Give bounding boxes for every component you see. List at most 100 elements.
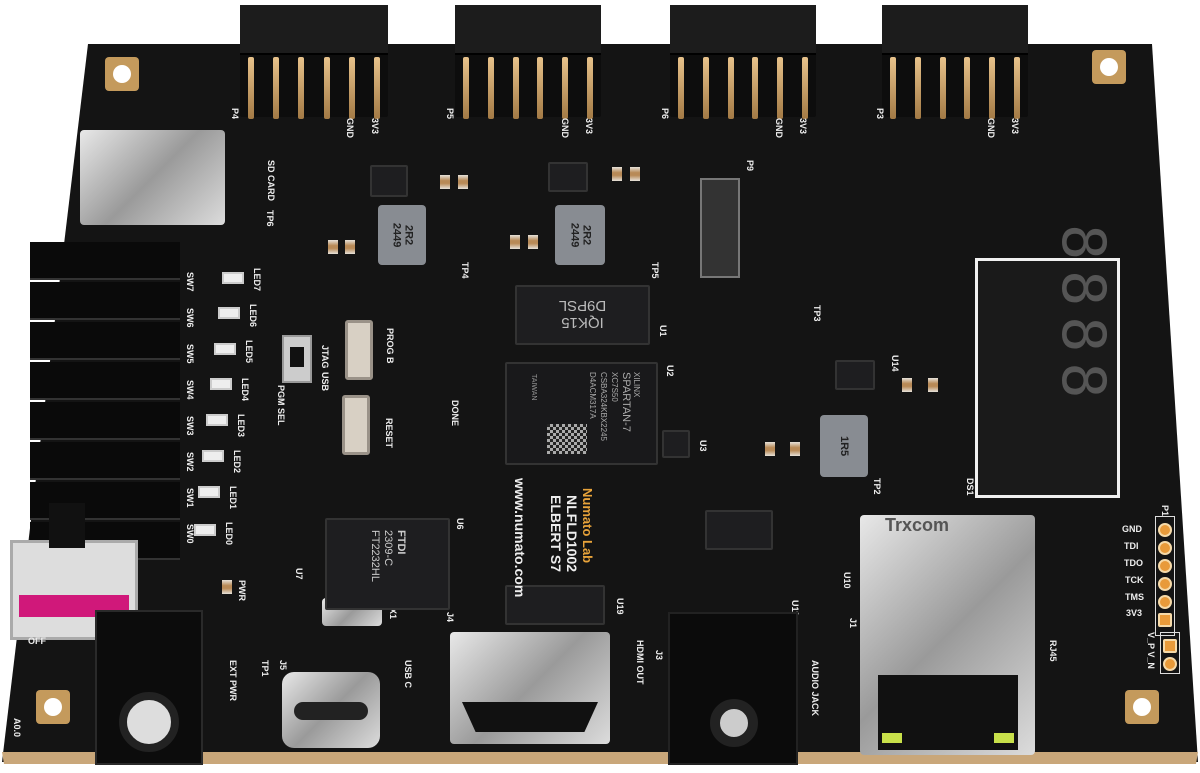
switch-label: SW7: [185, 272, 195, 292]
jtag-label: JTAG: [320, 345, 330, 369]
mounting-hole: [105, 57, 139, 91]
jtag-pin-label: 3V3: [1126, 608, 1143, 618]
ext-pwr-label: EXT PWR: [228, 660, 238, 702]
header-label: P6: [660, 108, 670, 120]
seven-segment-display: 8888: [975, 224, 1120, 498]
pmod-header-p4[interactable]: [240, 5, 388, 119]
switch-label: SW3: [185, 416, 195, 436]
dip-switch-sw3[interactable]: [30, 402, 180, 440]
header-label: 3V3: [798, 118, 808, 135]
regulator-chip: [548, 162, 588, 192]
u10-label: U10: [842, 572, 852, 589]
header-label: 3V3: [1010, 118, 1020, 135]
led-label: LED6: [248, 304, 258, 328]
tp-label: TP6: [265, 210, 275, 227]
header-label: GND: [560, 118, 570, 138]
led-1: [198, 486, 220, 498]
header-label: P3: [875, 108, 885, 120]
audio-jack[interactable]: [668, 612, 798, 765]
dc-power-jack[interactable]: [95, 610, 203, 765]
jtag-pin-label: TMS: [1125, 592, 1144, 602]
led-4: [210, 378, 232, 390]
dip-switch-sw6[interactable]: [30, 282, 180, 320]
u6-label: U6: [455, 518, 465, 530]
mounting-hole: [1125, 690, 1159, 724]
tp-label: TP4: [460, 262, 470, 279]
led-label: LED0: [224, 522, 234, 546]
prog-b-button[interactable]: [345, 320, 373, 380]
pmod-header-p3[interactable]: [882, 5, 1028, 119]
off-label: OFF: [28, 636, 46, 646]
tp-label: TP2: [872, 478, 882, 495]
header-label: GND: [345, 118, 355, 138]
header-label: GND: [986, 118, 996, 138]
led-label: LED4: [240, 378, 250, 402]
prog-b-label: PROG B: [385, 328, 395, 364]
board-edge: [2, 752, 1198, 764]
audio-jack-label: AUDIO JACK: [810, 660, 820, 717]
tp-label: TP3: [812, 305, 822, 322]
switch-label: SW2: [185, 452, 195, 472]
jtag-header-p1[interactable]: [1155, 516, 1175, 636]
led-0: [194, 524, 216, 536]
led-7: [222, 272, 244, 284]
u7-label: U7: [294, 568, 304, 580]
led-label: LED2: [232, 450, 242, 474]
j1-label: J1: [848, 618, 858, 629]
numato-lab-logo: Numato Lab: [580, 488, 595, 564]
pmod-header-p5[interactable]: [455, 5, 601, 119]
fpc-connector-p9[interactable]: [700, 178, 740, 278]
rj45-port[interactable]: Trxcom: [860, 515, 1035, 755]
u2-label: U2: [665, 365, 675, 377]
led-5: [214, 343, 236, 355]
pgm-sel-jumper[interactable]: [282, 335, 312, 383]
u11-chip: [705, 510, 773, 550]
ds1-label: DS1: [965, 478, 975, 496]
switch-label: SW4: [185, 380, 195, 400]
hdmi-out-label: HDMI OUT: [635, 640, 645, 685]
dip-switch-sw7[interactable]: [30, 242, 180, 280]
hdmi-driver-chip: [505, 585, 605, 625]
p9-label: P9: [745, 160, 755, 172]
regulator-chip: [835, 360, 875, 390]
switch-label: SW6: [185, 308, 195, 328]
u14-label: U14: [890, 355, 900, 372]
header-label: P4: [230, 108, 240, 120]
usb-label: USB: [320, 372, 330, 392]
board-url: www.numato.com: [512, 478, 528, 598]
hdmi-port[interactable]: [450, 632, 610, 744]
pmod-header-p6[interactable]: [670, 5, 816, 119]
analog-header[interactable]: [1160, 632, 1180, 674]
led-6: [218, 307, 240, 319]
u3-chip: [662, 430, 690, 458]
mounting-hole: [1092, 50, 1126, 84]
pgm-sel-label: PGM SEL: [276, 385, 286, 426]
dip-switch-sw4[interactable]: [30, 362, 180, 400]
jtag-pin-label: TDO: [1124, 558, 1143, 568]
mounting-hole: [36, 690, 70, 724]
done-label: DONE: [450, 400, 460, 427]
header-label: 3V3: [584, 118, 594, 135]
inductor: 1R5: [820, 415, 868, 477]
dip-switch-sw2[interactable]: [30, 442, 180, 480]
header-label: P5: [445, 108, 455, 120]
reset-button[interactable]: [342, 395, 370, 455]
u1-label: U1: [658, 325, 668, 337]
led-label: LED5: [244, 340, 254, 364]
led-label: LED7: [252, 268, 262, 292]
tp-label: TP1: [260, 660, 270, 677]
sd-card-label: SD CARD: [266, 160, 276, 202]
led-3: [206, 414, 228, 426]
jtag-pin-label: GND: [1122, 524, 1142, 534]
sd-card-slot[interactable]: [80, 130, 225, 225]
j3-label: J3: [654, 650, 664, 661]
j4-label: J4: [445, 612, 455, 623]
power-switch-lever[interactable]: [49, 503, 85, 548]
dip-switch-sw5[interactable]: [30, 322, 180, 360]
jtag-pin-label: TCK: [1125, 575, 1144, 585]
regulator-chip: [370, 165, 408, 197]
usb-c-port[interactable]: [282, 672, 380, 748]
